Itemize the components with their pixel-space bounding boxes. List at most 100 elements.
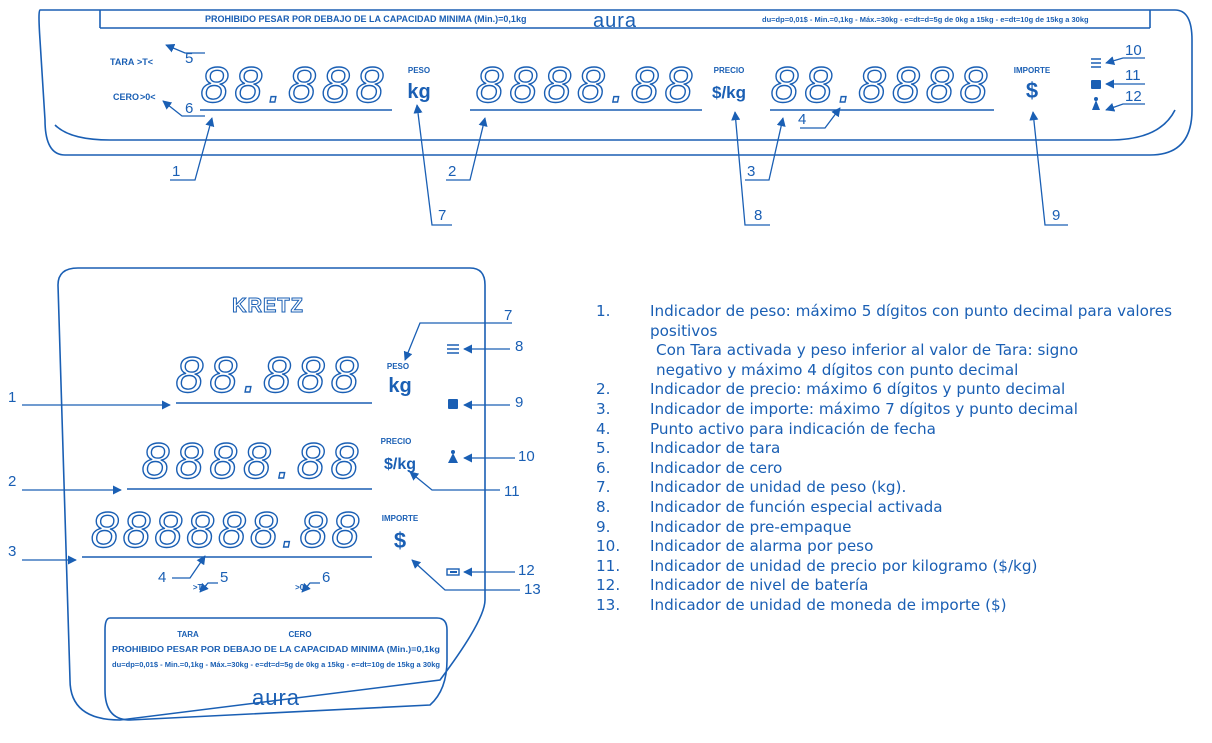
top-brand: aura <box>593 10 637 32</box>
legend-number: 1. <box>596 302 611 320</box>
bottom-kg-unit: kg <box>388 375 411 397</box>
bottom-callout-line-13 <box>411 559 520 591</box>
legend-item-3: 3. Indicador de importe: máximo 7 dígitos… <box>596 400 1206 420</box>
legend-item-13: 13.Indicador de unidad de moneda de impo… <box>596 596 1206 616</box>
bottom-callout-3: 3 <box>8 543 16 560</box>
bottom-callout-2: 2 <box>8 473 16 490</box>
top-callout-line-7 <box>413 104 452 226</box>
top-callout-9: 9 <box>1052 207 1060 224</box>
top-callout-numbers: 1 2 3 4 5 6 7 8 9 10 11 12 <box>172 42 1142 224</box>
bottom-cero-label: CERO <box>288 630 311 639</box>
bottom-callout-line-11 <box>409 471 500 491</box>
legend-text: Indicador de tara <box>650 439 781 458</box>
legend-text: Indicador de unidad de precio por kilogr… <box>650 556 1038 575</box>
top-tara-label: TARA <box>110 57 135 67</box>
bottom-callout-9: 9 <box>515 394 523 411</box>
top-importe-label: IMPORTE <box>1014 66 1051 75</box>
legend-number: 5. <box>596 439 611 458</box>
legend-item-8: 8.Indicador de función especial activada <box>596 498 1206 518</box>
legend-text: Indicador de función especial activada <box>650 497 943 516</box>
top-kg-unit: kg <box>407 81 430 103</box>
legend-text: Indicador de unidad de moneda de importe… <box>650 595 1007 614</box>
legend-text: Indicador de unidad de peso (kg). <box>650 478 907 497</box>
top-callout-12: 12 <box>1125 88 1142 105</box>
bottom-callout-5: 5 <box>220 569 228 586</box>
bottom-callout-10: 10 <box>518 448 535 465</box>
legend-item-4: 4.Punto activo para indicación de fecha <box>596 420 1206 440</box>
bottom-callout-line-4 <box>172 555 206 579</box>
legend-item-2: 2. Indicador de precio: máximo 6 dígitos … <box>596 380 1206 400</box>
legend-text: Indicador de pre-empaque <box>650 517 852 536</box>
legend-list: 1. Indicador de peso: máximo 5 dígitos c… <box>596 302 1206 616</box>
weight-alarm-icon <box>1092 97 1100 110</box>
bottom-currency-unit: $ <box>394 528 406 553</box>
legend-number: 2. <box>596 380 611 399</box>
bottom-callout-numbers: 1 2 3 4 5 6 7 8 9 10 11 12 13 <box>8 307 541 598</box>
bottom-amount-digits: 888888.88 <box>91 502 363 558</box>
top-callout-line-4 <box>800 107 841 129</box>
battery-icon <box>446 568 460 576</box>
top-callout-8: 8 <box>754 207 762 224</box>
legend-number: 12. <box>596 576 621 595</box>
legend-text: Indicador de alarma por peso <box>650 537 874 556</box>
bottom-tara-label: TARA <box>177 630 199 639</box>
top-precio-label: PRECIO <box>714 66 745 75</box>
bottom-callout-line-7 <box>403 322 512 361</box>
legend-text: Indicador de precio: máximo 6 dígitos y … <box>650 380 1066 399</box>
top-callout-line-5 <box>165 43 205 54</box>
legend-number: 6. <box>596 458 611 477</box>
top-banner-left: PROHIBIDO PESAR POR DEBAJO DE LA CAPACID… <box>205 14 526 24</box>
legend-item-11: 11.Indicador de unidad de precio por kil… <box>596 557 1206 577</box>
top-callout-line-6 <box>162 100 205 117</box>
bottom-callout-8: 8 <box>515 338 523 355</box>
top-display-frame <box>38 9 1193 156</box>
bottom-brand-bottom: aura <box>252 685 300 710</box>
top-callout-line-12 <box>1105 102 1145 112</box>
legend-number: 7. <box>596 478 611 497</box>
top-callout-4: 4 <box>798 111 806 128</box>
top-callout-3: 3 <box>747 163 755 180</box>
bottom-precio-label: PRECIO <box>381 437 412 446</box>
top-weight-digits: 88.888 <box>201 57 390 113</box>
bottom-per-kg-unit: $/kg <box>384 456 416 473</box>
legend-text: Indicador de importe: máximo 7 dígitos y… <box>650 399 1078 418</box>
bottom-brand-top: KRETZ <box>232 295 304 317</box>
top-callouts <box>162 43 1145 226</box>
bottom-price-digits: 8888.88 <box>142 433 365 489</box>
bottom-callout-1: 1 <box>8 389 16 406</box>
legend-number: 10. <box>596 537 621 556</box>
bottom-callout-line-6 <box>301 582 320 593</box>
bottom-display <box>57 267 486 721</box>
top-banner-right: du=dp=0,01$ - Min.=0,1kg - Máx.=30kg - e… <box>762 15 1089 24</box>
legend-text: Indicador de peso: máximo 5 dígitos con … <box>650 302 1173 340</box>
special-function-icon <box>1091 58 1101 68</box>
legend-subtext: negativo y máximo 4 dígitos con punto de… <box>656 360 1019 379</box>
legend-item-10: 10. Indicador de alarma por peso <box>596 537 1206 557</box>
top-callout-11: 11 <box>1125 67 1141 84</box>
top-callout-line-9 <box>1029 111 1068 226</box>
bottom-callout-line-5 <box>199 582 218 593</box>
bottom-importe-label: IMPORTE <box>382 514 419 523</box>
bottom-banner-line1: PROHIBIDO PESAR POR DEBAJO DE LA CAPACID… <box>112 644 440 654</box>
bottom-weight-alarm-icon <box>448 450 458 463</box>
top-callout-line-3 <box>745 117 786 181</box>
bottom-special-function-icon <box>447 344 459 354</box>
legend-item-6: 6.Indicador de cero <box>596 459 1206 479</box>
legend-subtext: Con Tara activada y peso inferior al val… <box>656 341 1079 360</box>
bottom-peso-label: PESO <box>387 362 409 371</box>
top-currency-unit: $ <box>1026 78 1038 103</box>
top-tara-symbol: >T< <box>137 57 153 67</box>
bottom-cero-symbol: >0< <box>295 583 309 592</box>
legend-item-5: 5. Indicador de tara <box>596 439 1206 459</box>
legend-number: 3. <box>596 399 611 418</box>
bottom-weight-digits: 88.888 <box>176 347 365 403</box>
top-callout-line-1 <box>170 117 215 181</box>
top-callout-7: 7 <box>438 207 446 224</box>
bottom-callout-13: 13 <box>524 581 541 598</box>
legend-number: 9. <box>596 517 611 536</box>
legend-item-1: 1. Indicador de peso: máximo 5 dígitos c… <box>596 302 1206 380</box>
bottom-pre-pack-icon <box>448 399 458 409</box>
bottom-callouts <box>22 322 520 593</box>
top-callout-line-2 <box>446 117 488 181</box>
